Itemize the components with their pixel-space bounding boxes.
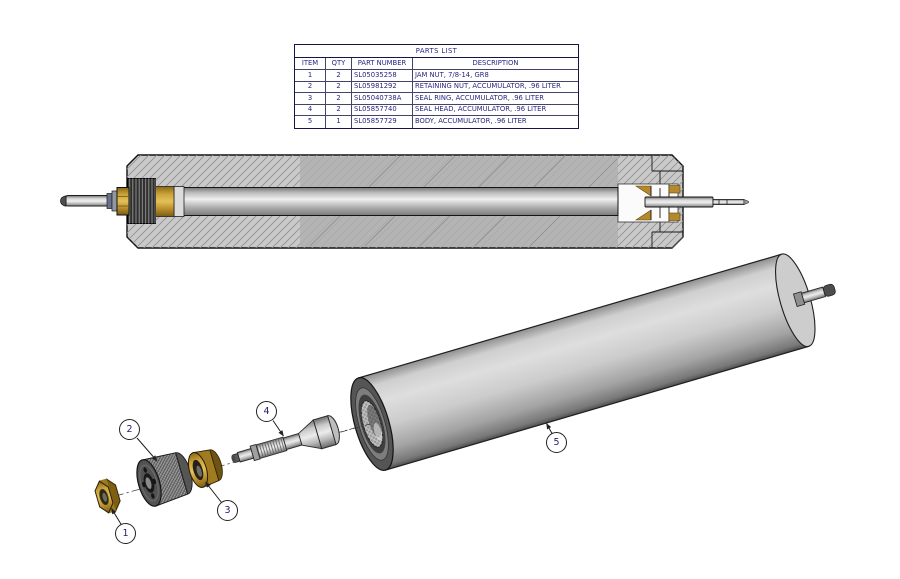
body-3d — [350, 253, 836, 471]
parts-list-table: PARTS LIST ITEM QTY PART NUMBER DESCRIPT… — [294, 44, 579, 129]
section-body — [126, 154, 684, 249]
section-left-stem — [60, 187, 130, 216]
cell-item: 2 — [295, 81, 326, 93]
cell-description: BODY, ACCUMULATOR, .96 LITER — [415, 117, 527, 126]
cell-qty: 2 — [326, 104, 352, 116]
cell-part-number: SL05040738A — [352, 93, 413, 105]
body-threaded-bore — [350, 377, 394, 471]
body-end-rod — [792, 283, 836, 307]
section-seal-ring-left — [154, 186, 175, 217]
leader-lines — [111, 420, 553, 526]
section-jam-nut — [116, 187, 130, 216]
column-header-description: DESCRIPTION — [413, 58, 578, 70]
cell-qty: 1 — [326, 116, 352, 128]
cell-description: SEAL HEAD, ACCUMULATOR, .96 LITER — [413, 105, 578, 116]
seal-head-3d — [231, 415, 340, 463]
cell-part-number: SL05857740 — [352, 104, 413, 116]
column-header-qty: QTY — [326, 58, 352, 70]
seal-ring-3d — [187, 449, 223, 488]
table-row: 1 2 SL05035258 JAM NUT, 7/8-14, GR8 — [295, 70, 578, 82]
section-right-stem — [644, 196, 749, 208]
cell-item: 5 — [295, 116, 326, 128]
section-retaining-nut — [127, 178, 156, 224]
balloon-2: 2 — [119, 419, 140, 440]
jam-nut-3d — [94, 478, 121, 514]
cell-description: JAM NUT, 7/8-14, GR8 — [413, 70, 578, 82]
cell-item: 1 — [295, 70, 326, 82]
parts-list-title: PARTS LIST — [295, 45, 578, 58]
cell-qty: 2 — [326, 81, 352, 93]
cell-qty: 2 — [326, 70, 352, 82]
balloon-3: 3 — [217, 500, 238, 521]
balloon-5: 5 — [546, 432, 567, 453]
column-header-part-number: PART NUMBER — [352, 58, 413, 70]
column-header-item: ITEM — [295, 58, 326, 70]
cell-part-number: SL05857729 — [352, 116, 413, 128]
balloon-1: 1 — [115, 523, 136, 544]
table-row: 2 2 SL05981292 RETAINING NUT, ACCUMULATO… — [295, 81, 578, 93]
section-view — [60, 154, 749, 249]
section-inner-tube — [182, 187, 619, 216]
cell-part-number: SL05981292 — [352, 81, 413, 93]
cell-description: SEAL RING, ACCUMULATOR, .96 LITER — [413, 93, 578, 105]
retaining-nut-3d — [136, 452, 193, 507]
table-row: 5 1 SL05857729 BODY, ACCUMULATOR, .96 LI… — [295, 116, 578, 128]
cell-qty: 2 — [326, 93, 352, 105]
parts-list-header-row: ITEM QTY PART NUMBER DESCRIPTION — [295, 58, 578, 70]
table-row: 4 2 SL05857740 SEAL HEAD, ACCUMULATOR, .… — [295, 104, 578, 116]
exploded-view — [94, 253, 836, 526]
balloon-4: 4 — [256, 401, 277, 422]
cell-item: 4 — [295, 104, 326, 116]
cell-item: 3 — [295, 93, 326, 105]
cell-description: RETAINING NUT, ACCUMULATOR, .96 LITER — [413, 82, 578, 93]
section-spacer-ring — [173, 186, 185, 217]
cell-part-number: SL05035258 — [352, 70, 413, 82]
table-row: 3 2 SL05040738A SEAL RING, ACCUMULATOR, … — [295, 93, 578, 105]
